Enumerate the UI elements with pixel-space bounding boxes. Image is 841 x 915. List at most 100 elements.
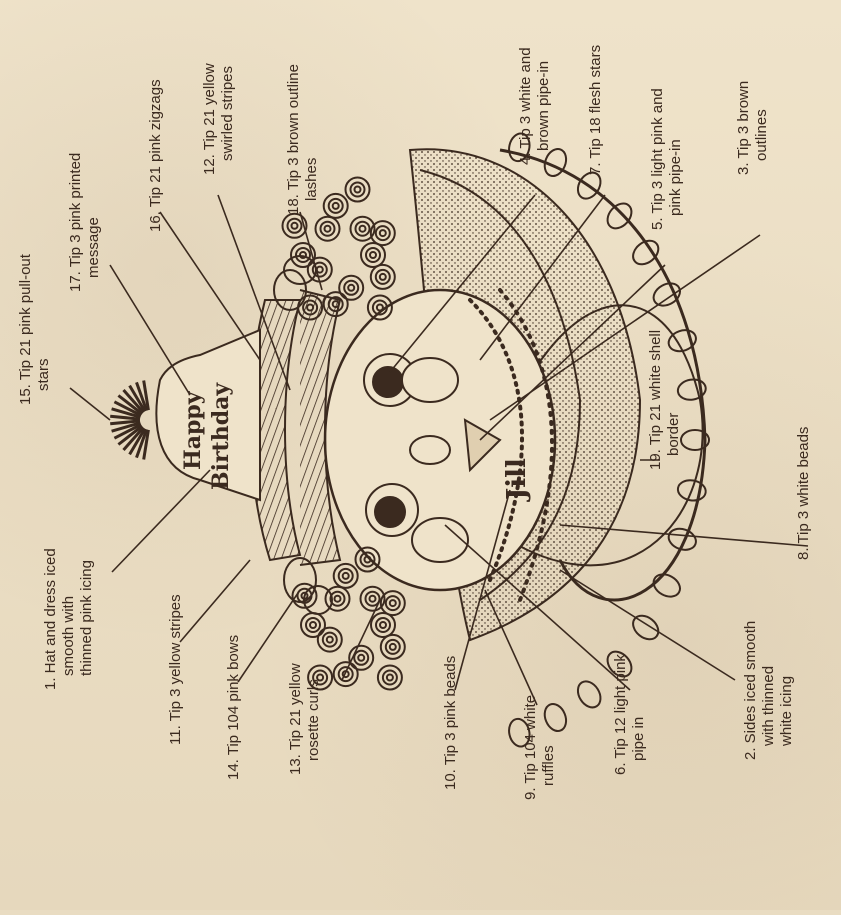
label-11-line: 11. Tip 3 yellow stripes xyxy=(167,594,184,745)
label-6-line: 6. Tip 12 light pink xyxy=(612,654,629,775)
curl xyxy=(377,305,383,311)
curl xyxy=(383,671,397,685)
dress-name: Jill xyxy=(502,458,532,502)
curl xyxy=(348,285,354,291)
bow-bottom xyxy=(284,558,332,614)
curl xyxy=(366,592,380,606)
curl xyxy=(343,573,349,579)
curl xyxy=(378,666,402,690)
label-1-line: smooth with xyxy=(60,596,77,676)
label-6: 6. Tip 12 light pinkpipe in xyxy=(612,654,647,775)
label-19-line: border xyxy=(665,413,682,456)
label-15-line: stars xyxy=(35,358,52,391)
curl xyxy=(390,600,396,606)
label-3-line: outlines xyxy=(753,109,770,161)
curl xyxy=(358,655,364,661)
leader-17 xyxy=(110,265,190,395)
label-4-line: brown pipe-in xyxy=(535,61,552,151)
hat-message-birthday: Birthday xyxy=(208,382,234,490)
curl xyxy=(370,252,376,258)
curl xyxy=(327,637,333,643)
curl xyxy=(318,628,342,652)
curl xyxy=(306,618,320,632)
pompom xyxy=(110,381,148,460)
label-12-line: swirled stripes xyxy=(219,66,236,161)
right-eye xyxy=(366,484,418,536)
curl xyxy=(329,199,343,213)
right-cheek xyxy=(412,518,468,562)
label-18-line: lashes xyxy=(303,158,320,201)
curl xyxy=(356,222,370,236)
label-7-line: 7. Tip 18 flesh stars xyxy=(587,45,604,175)
label-10-line: 10. Tip 3 pink beads xyxy=(442,656,459,790)
label-1-line: 1. Hat and dress iced xyxy=(42,548,59,690)
curl xyxy=(333,203,339,209)
label-12-line: 12. Tip 21 yellow xyxy=(201,63,218,175)
curl xyxy=(339,276,363,300)
shell xyxy=(629,236,663,269)
label-4: 4. Tip 3 white andbrown pipe-in xyxy=(517,47,552,165)
label-9-line: 9. Tip 104 white xyxy=(522,695,539,800)
label-2-line: white icing xyxy=(778,676,795,747)
shell xyxy=(650,570,684,601)
curl xyxy=(376,226,390,240)
curl xyxy=(335,596,341,602)
leader-1 xyxy=(112,470,210,572)
label-10: 10. Tip 3 pink beads xyxy=(442,656,459,790)
curl xyxy=(390,644,396,650)
curl xyxy=(361,243,385,267)
label-15-line: 15. Tip 21 pink pull-out xyxy=(17,253,34,405)
curl xyxy=(366,248,380,262)
curl xyxy=(354,651,368,665)
label-2-line: 2. Sides iced smooth xyxy=(742,621,759,760)
label-13-line: 13. Tip 21 yellow xyxy=(287,663,304,775)
curl xyxy=(316,217,340,241)
curl xyxy=(283,214,307,238)
shell xyxy=(603,199,637,233)
curl xyxy=(334,662,358,686)
label-5-line: 5. Tip 3 light pink and xyxy=(649,88,666,230)
label-8-line: 8. Tip 3 white beads xyxy=(795,427,812,560)
curl xyxy=(296,248,310,262)
label-12: 12. Tip 21 yellowswirled stripes xyxy=(201,63,236,175)
label-6-line: pipe in xyxy=(630,717,647,761)
leader-15 xyxy=(70,388,110,420)
curl xyxy=(376,270,390,284)
curl xyxy=(360,226,366,232)
curl xyxy=(380,622,386,628)
curl xyxy=(301,613,325,637)
curl xyxy=(351,183,365,197)
label-1-line: thinned pink icing xyxy=(78,560,95,676)
curl xyxy=(365,557,371,563)
label-19-line: 19. Tip 21 white shell xyxy=(647,330,664,470)
label-3: 3. Tip 3 brownoutlines xyxy=(735,81,770,175)
curl xyxy=(323,633,337,647)
leader-13 xyxy=(342,600,380,680)
curl xyxy=(292,223,298,229)
leader-2 xyxy=(560,570,735,680)
curl xyxy=(386,596,400,610)
curl xyxy=(321,222,335,236)
label-2-line: with thinned xyxy=(760,666,777,747)
label-5-line: pink pipe-in xyxy=(667,139,684,216)
curl xyxy=(371,613,395,637)
label-9-line: ruffles xyxy=(540,745,557,786)
curl xyxy=(386,640,400,654)
curl xyxy=(387,675,393,681)
label-18: 18. Tip 3 brown outlinelashes xyxy=(285,64,320,215)
label-2: 2. Sides iced smoothwith thinnedwhite ic… xyxy=(742,621,795,760)
curl xyxy=(339,569,353,583)
label-5: 5. Tip 3 light pink andpink pipe-in xyxy=(649,88,684,230)
label-15: 15. Tip 21 pink pull-outstars xyxy=(17,253,52,405)
label-18-line: 18. Tip 3 brown outline xyxy=(285,64,302,215)
label-17-line: 17. Tip 3 pink printed xyxy=(67,153,84,292)
label-9: 9. Tip 104 whiteruffles xyxy=(522,695,557,800)
curl xyxy=(370,596,376,602)
curl xyxy=(346,178,370,202)
shell xyxy=(541,701,570,734)
label-16-line: 16. Tip 21 pink zigzags xyxy=(147,79,164,232)
leader-16 xyxy=(160,212,260,360)
curl xyxy=(310,622,316,628)
